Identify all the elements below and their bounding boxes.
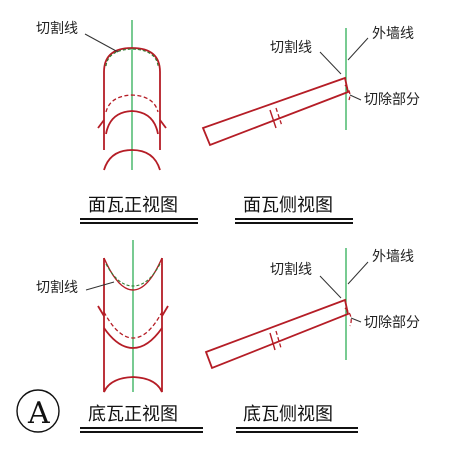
figure-marker-circle: [16, 389, 60, 433]
outer-wall-label: 外墙线: [372, 249, 414, 265]
bottom-tile-side-view: 外墙线 切割线 切除部分: [204, 248, 420, 370]
tile-flare-left: [97, 119, 105, 129]
top-tile-side-view: 外墙线 切割线 切除部分: [201, 26, 420, 147]
tile-joint-dash: [275, 330, 282, 349]
cut-line-label: 切割线: [36, 20, 78, 37]
cut-line-mark: [105, 263, 161, 287]
outer-wall-label: 外墙线: [372, 26, 414, 42]
cut-line-leader: [84, 33, 119, 53]
outer-wall-leader: [347, 37, 369, 61]
tile-bottom-edge: [103, 149, 161, 171]
tile-inner-edge: [105, 110, 159, 135]
cut-line-leader: [85, 281, 115, 291]
tile-inner-edge: [103, 327, 163, 349]
cut-part-label: 切除部分: [364, 315, 420, 331]
caption-bottom-side: 底瓦侧视图: [243, 404, 333, 425]
tile-outer-edge: [103, 47, 161, 150]
caption-bottom-front: 底瓦正视图: [88, 404, 178, 425]
tile-body: [204, 298, 350, 370]
cut-line-label: 切割线: [270, 261, 312, 278]
cut-line-label: 切割线: [270, 39, 312, 56]
cut-line-leader: [319, 275, 342, 299]
tile-joint-dash: [275, 107, 283, 127]
cut-part-mark: [344, 84, 351, 101]
cut-line-leader: [319, 51, 342, 75]
cut-part-leader: [349, 94, 362, 101]
figure-marker-letter: A: [27, 396, 50, 431]
cut-part-mark: [344, 307, 352, 327]
tile-flare-left: [97, 305, 105, 317]
tile-flare-right: [159, 119, 167, 129]
tile-outer-edge: [103, 258, 163, 393]
top-tile-front-view: 切割线: [36, 20, 167, 171]
tile-joint-solid: [269, 332, 276, 351]
cut-line-label: 切割线: [36, 279, 78, 296]
tile-hidden-edge: [103, 311, 163, 339]
caption-top-front: 面瓦正视图: [88, 195, 178, 216]
tile-body: [201, 76, 350, 147]
tile-flare-right: [161, 305, 169, 317]
outer-wall-leader: [347, 261, 369, 285]
tile-hidden-edge: [105, 94, 159, 113]
caption-top-side: 面瓦侧视图: [243, 195, 333, 216]
tile-joint-solid: [269, 109, 277, 129]
bottom-tile-front-view: 切割线: [36, 240, 169, 393]
cut-part-leader: [350, 317, 362, 323]
cut-part-label: 切除部分: [364, 92, 420, 108]
